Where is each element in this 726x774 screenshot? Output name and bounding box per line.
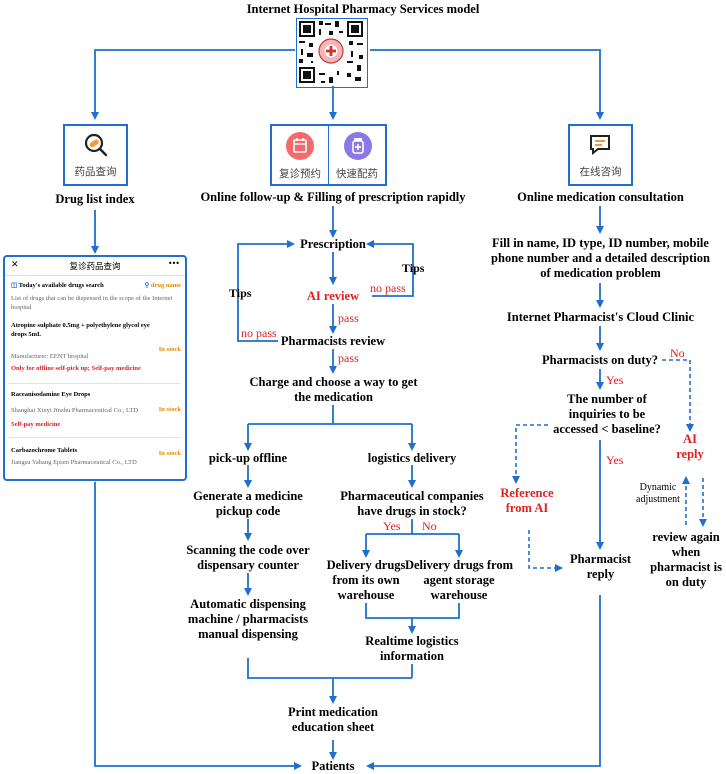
list-divider [9, 437, 181, 438]
pass-label: pass [338, 351, 359, 365]
no-pass-right-label: no pass [370, 281, 406, 295]
appointment-refill-tile[interactable]: 复诊预约 快速配药 [270, 124, 387, 186]
pharmacists-review-node: Pharmacists review [280, 334, 386, 348]
list-divider [9, 383, 181, 384]
own-warehouse-node: Delivery drugs from its own warehouse [326, 558, 406, 602]
automatic-dispensing-node: Automatic dispensing machine / pharmacis… [187, 597, 309, 641]
calendar-icon [286, 132, 314, 160]
drug-item-maker: Manufacturer: EENT hospital [11, 353, 89, 360]
close-icon[interactable]: ✕ [11, 260, 19, 270]
stock-badge: In stock [158, 450, 181, 457]
logistics-delivery-node: logistics delivery [367, 451, 457, 465]
scanning-node: Scanning the code over dispensary counte… [186, 543, 310, 572]
prescription-node: Prescription [300, 237, 366, 251]
search-row: ◫ Today's available drugs search [11, 281, 181, 290]
drug-item-name[interactable]: Atropine sulphate 0.5mg + polyethylene g… [11, 322, 150, 338]
pass-label: pass [338, 311, 359, 325]
patients-node: Patients [311, 759, 355, 773]
ai-reply-node: AI reply [676, 432, 704, 461]
companies-stock-node: Pharmaceutical companies have drugs in s… [340, 489, 484, 518]
review-again-node: review again when pharmacist is on duty [650, 530, 722, 589]
reference-ai-node: Reference from AI [500, 486, 554, 515]
yes-label: Yes [606, 453, 624, 467]
online-consult-caption: 在线咨询 [579, 166, 622, 178]
yes-label: Yes [383, 519, 401, 533]
no-label: No [670, 346, 685, 360]
search-icon: ⚲ [144, 282, 150, 289]
drug-query-caption: 药品查询 [74, 166, 117, 178]
phone-header-title: 复诊药品查询 [69, 262, 121, 272]
drug-item-name[interactable]: Carbazochrome Tablets [11, 447, 78, 454]
chat-icon [590, 135, 610, 156]
refill-caption: 快速配药 [336, 168, 378, 180]
stock-badge: In stock [158, 346, 181, 353]
search-title: Today's available drugs search [18, 282, 104, 289]
drug-item-note: Only for offline self-pick up; Self-pay … [11, 365, 141, 372]
list-description: List of drugs that can be dispensed in t… [11, 295, 173, 311]
consultation-heading: Online medication consultation [517, 190, 684, 204]
tile-divider [328, 126, 329, 184]
drug-list-phone-screen: ✕ 复诊药品查询 ••• ◫ Today's available drugs s… [3, 255, 187, 481]
medicine-bottle-icon [344, 132, 372, 160]
qr-code-icon [297, 19, 365, 85]
charge-node: Charge and choose a way to get the medic… [249, 375, 418, 404]
agent-warehouse-node: Delivery drugs from agent storage wareho… [404, 558, 514, 602]
no-label: No [422, 519, 437, 533]
search-hint: drug name [150, 282, 181, 289]
drug-item-note: Self-pay medicine [11, 421, 61, 428]
diagram-title: Internet Hospital Pharmacy Services mode… [246, 2, 480, 16]
no-pass-left-label: no pass [241, 326, 277, 340]
cloud-clinic-node: Internet Pharmacist's Cloud Clinic [506, 310, 695, 324]
more-menu-icon[interactable]: ••• [167, 259, 180, 268]
realtime-logistics-node: Realtime logistics information [365, 634, 459, 663]
tips-right-label: Tips [402, 261, 425, 275]
drug-item-maker: Jiangsu Yabang Epsen Pharmaceutical Co.,… [11, 459, 137, 466]
drug-item-maker: Shanghai Xinyi Jinzhu Pharmaceutical Co.… [11, 407, 139, 414]
on-duty-node: Pharmacists on duty? [542, 353, 658, 367]
dynamic-adjustment-label: Dynamic adjustment [636, 482, 680, 505]
yes-label: Yes [606, 373, 624, 387]
tips-left-label: Tips [229, 286, 252, 300]
inquiries-node: The number of inquiries to be accessed <… [553, 392, 661, 436]
bag-icon: ◫ [11, 282, 18, 289]
stock-badge: In stock [158, 406, 181, 413]
pickup-offline-node: pick-up offline [208, 451, 288, 465]
drug-list-heading: Drug list index [55, 192, 135, 206]
drug-query-tile[interactable]: 药品查询 [63, 124, 128, 186]
ai-review-node: AI review [306, 289, 360, 303]
appointment-caption: 复诊预约 [279, 168, 321, 180]
followup-heading: Online follow-up & Filling of prescripti… [200, 190, 466, 204]
qr-code[interactable] [296, 18, 368, 88]
generate-code-node: Generate a medicine pickup code [193, 489, 303, 518]
phone-header: ✕ 复诊药品查询 ••• [5, 257, 185, 276]
drug-item-name[interactable]: Raceanisodamine Eye Drops [11, 391, 91, 398]
online-consult-tile[interactable]: 在线咨询 [568, 124, 633, 186]
pharmacist-reply-node: Pharmacist reply [569, 552, 632, 581]
search-hint-button[interactable]: ⚲ drug name [144, 281, 181, 289]
fill-info-node: Fill in name, ID type, ID number, mobile… [491, 236, 710, 280]
magnifier-pill-icon [84, 133, 108, 157]
print-sheet-node: Print medication education sheet [288, 705, 378, 734]
